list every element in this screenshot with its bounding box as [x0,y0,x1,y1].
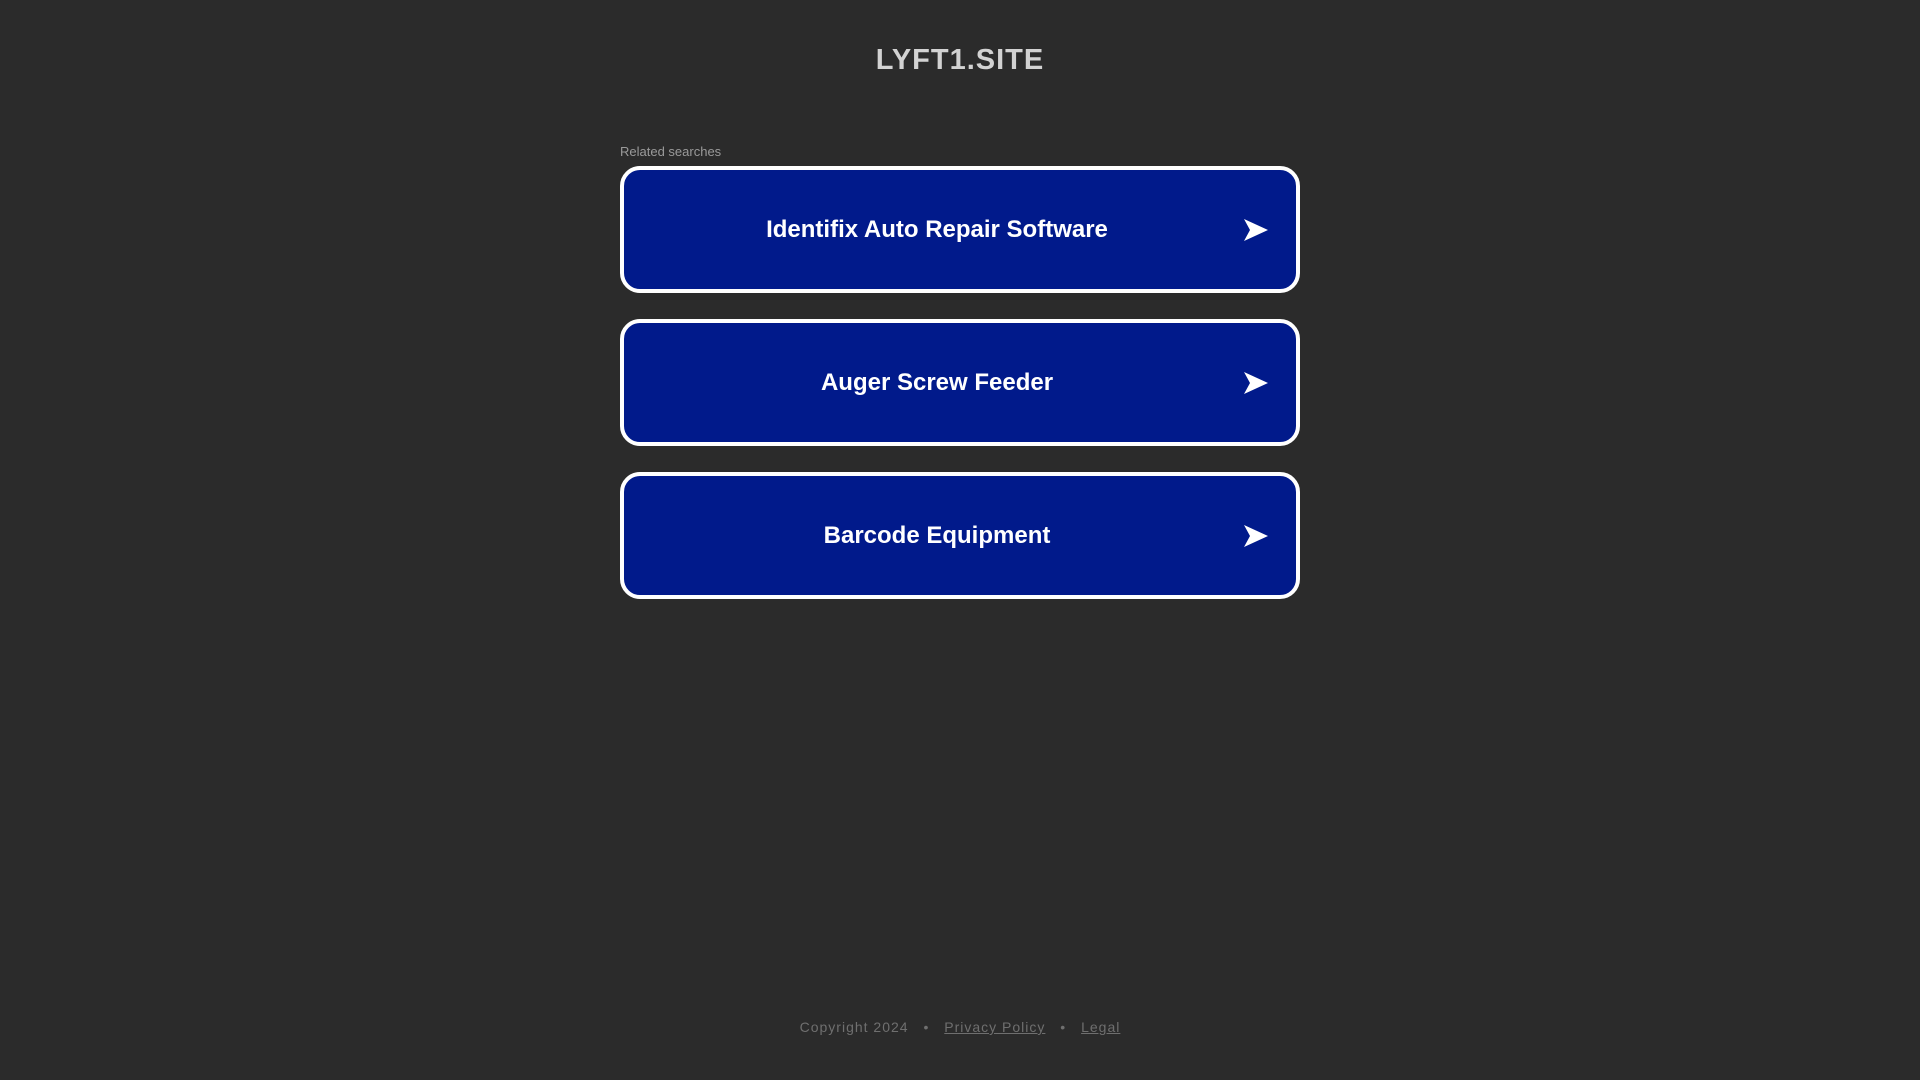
copyright-text: Copyright 2024 [799,1019,909,1035]
arrow-right-icon [1244,218,1268,241]
related-searches-heading: Related searches [620,144,722,159]
footer-separator: • [923,1019,930,1035]
arrow-right-icon [1244,524,1268,547]
related-search-label: Auger Screw Feeder [820,368,1054,396]
related-searches-section: Related searches Identifix Auto Repair S… [620,144,1300,625]
arrow-right-icon [1244,371,1268,394]
legal-link[interactable]: Legal [1081,1019,1121,1035]
related-search-label: Identifix Auto Repair Software [766,215,1108,243]
related-search-link-auger-screw-feeder[interactable]: Auger Screw Feeder [620,319,1300,446]
site-title: LYFT1.SITE [875,44,1045,76]
related-search-label: Barcode Equipment [823,521,1051,549]
related-search-link-barcode-equipment[interactable]: Barcode Equipment [620,472,1300,599]
privacy-policy-link[interactable]: Privacy Policy [944,1019,1046,1035]
footer-separator: • [1060,1019,1067,1035]
related-search-link-identifix[interactable]: Identifix Auto Repair Software [620,166,1300,293]
footer: Copyright 2024 • Privacy Policy • Legal [0,1019,1920,1035]
